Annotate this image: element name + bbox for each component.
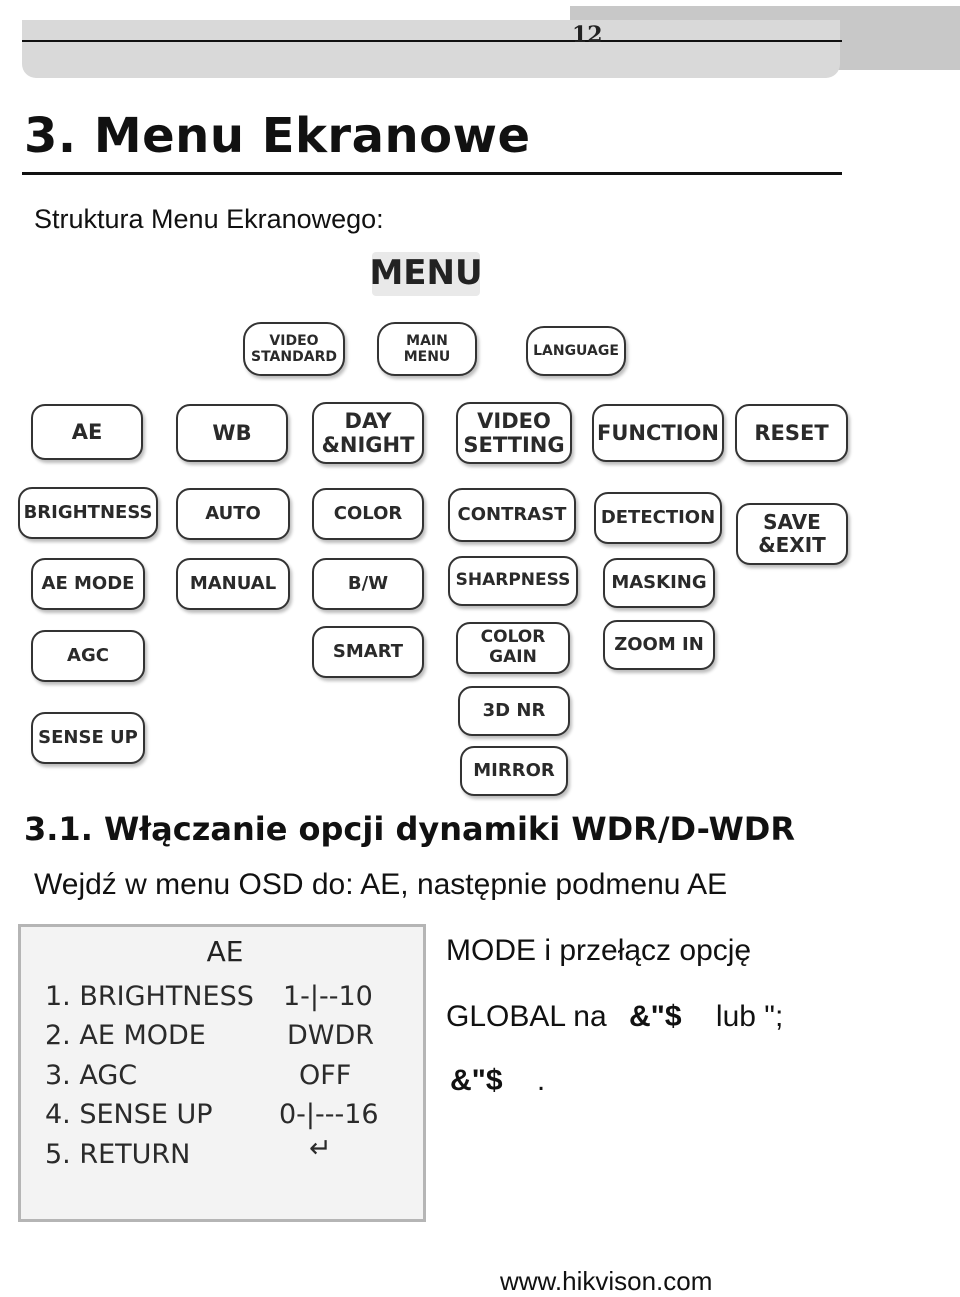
para-line-1: Wejdź w menu OSD do: AE, następnie podme… — [34, 868, 728, 901]
tree-node-mirror: MIRROR — [460, 746, 568, 796]
para-text-global: GLOBAL na — [446, 1000, 607, 1033]
title-rule — [22, 172, 842, 175]
tree-node-ae-mode: AE MODE — [31, 558, 145, 610]
tree-node-main-menu: MAIN MENU — [377, 322, 477, 376]
osd-row-label: 2. AE MODE — [45, 1020, 206, 1051]
page-number: 12 — [572, 22, 603, 48]
osd-row-label: 4. SENSE UP — [45, 1099, 213, 1130]
osd-row-value: DWDR — [287, 1020, 375, 1051]
tree-node-zoom-in: ZOOM IN — [603, 620, 715, 670]
tree-node-3d-nr: 3D NR — [458, 686, 570, 736]
return-arrow-icon: ↵ — [309, 1133, 332, 1164]
tree-node-contrast: CONTRAST — [448, 488, 576, 542]
page-title: 3. Menu Ekranowe — [24, 108, 531, 164]
tree-node-menu: MENU — [369, 252, 483, 296]
para-garbled-2: &"$ — [450, 1064, 503, 1097]
tree-node-smart: SMART — [312, 626, 424, 678]
osd-row-label: 3. AGC — [45, 1060, 138, 1091]
osd-row-value: 1-|--10 — [283, 981, 373, 1012]
tree-node-save-exit: SAVE &EXIT — [736, 503, 848, 565]
tree-node-video-standard: VIDEO STANDARD — [243, 322, 345, 376]
para-text-lub: lub "; — [715, 1000, 784, 1033]
tree-node-sense-up: SENSE UP — [31, 712, 145, 764]
header-rule — [22, 40, 842, 42]
tree-node-color-gain: COLOR GAIN — [456, 622, 570, 674]
header-bar — [22, 20, 840, 78]
tree-node-sharpness: SHARPNESS — [448, 556, 578, 606]
tree-node-brightness: BRIGHTNESS — [18, 487, 158, 539]
osd-row-label: 5. RETURN — [45, 1139, 191, 1170]
tree-node-reset: RESET — [735, 404, 848, 462]
tree-node-function: FUNCTION — [592, 404, 724, 462]
para-garbled-1: &"$ — [629, 1000, 682, 1033]
subtitle: Struktura Menu Ekranowego: — [34, 204, 384, 234]
tree-node-video-setting: VIDEO SETTING — [456, 402, 572, 464]
tree-node-color: COLOR — [312, 488, 424, 540]
tree-node-auto: AUTO — [176, 488, 290, 540]
section-heading: 3.1. Włączanie opcji dynamiki WDR/D-WDR — [24, 810, 795, 848]
para-line-3: GLOBAL na &"$ lub "; — [446, 1000, 783, 1034]
tree-node-day-night: DAY &NIGHT — [312, 402, 424, 464]
tree-node-language: LANGUAGE — [526, 326, 626, 376]
tree-node-ae: AE — [31, 404, 143, 460]
tree-node-manual: MANUAL — [176, 558, 290, 610]
para-line-4: &"$ . — [450, 1064, 545, 1098]
osd-screenshot: AE 1. BRIGHTNESS 1-|--10 2. AE MODE DWDR… — [18, 924, 426, 1222]
tree-node-agc: AGC — [31, 630, 145, 682]
tree-node-detection: DETECTION — [594, 492, 722, 544]
osd-row-value: OFF — [299, 1060, 352, 1091]
tree-node-masking: MASKING — [603, 558, 715, 608]
para-line-2: MODE i przełącz opcję — [446, 934, 752, 967]
footer-url[interactable]: www.hikvison.com — [500, 1266, 713, 1296]
osd-title: AE — [206, 935, 244, 968]
osd-row-value: 0-|---16 — [279, 1099, 379, 1130]
tree-node-wb: WB — [176, 404, 288, 462]
para-text-period: . — [536, 1064, 546, 1097]
osd-row-label: 1. BRIGHTNESS — [45, 981, 254, 1012]
tree-node-bw: B/W — [312, 558, 424, 610]
